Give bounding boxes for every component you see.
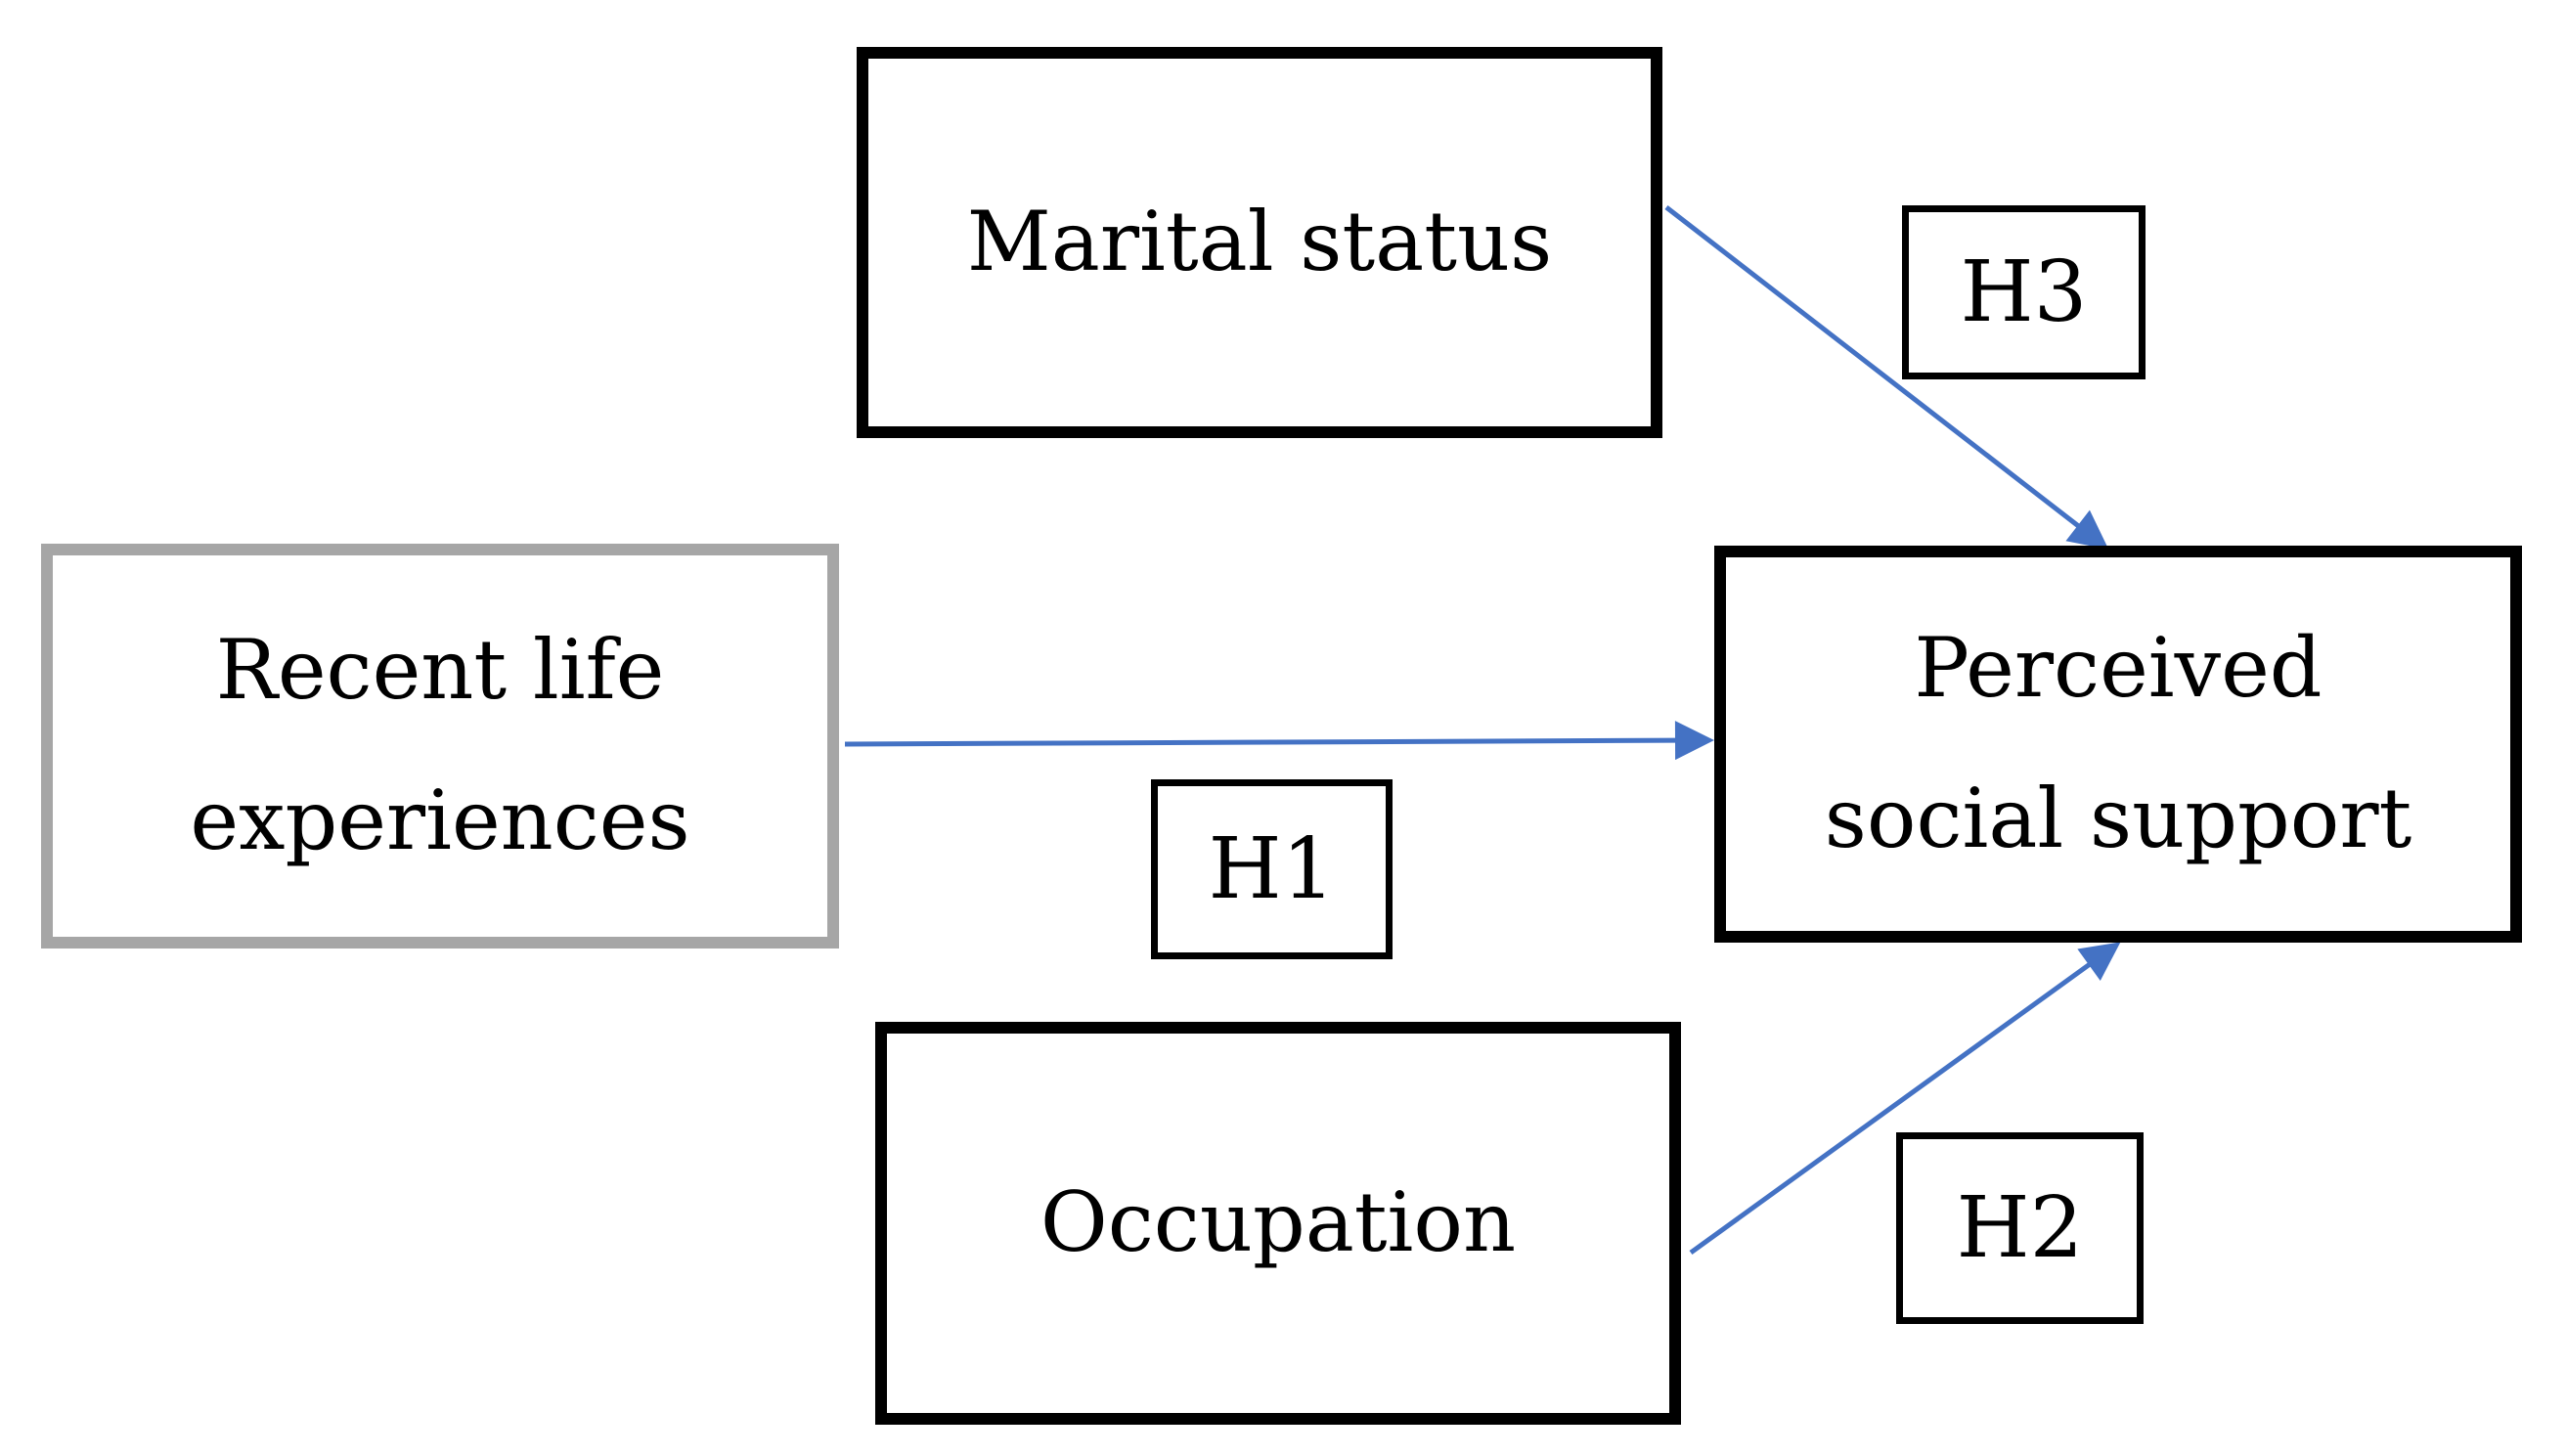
node-perceived-social-support-label-line1: Perceived (1914, 620, 2323, 717)
node-marital-status-label: Marital status (966, 194, 1553, 290)
hypothesis-label-h2: H2 (1956, 1179, 2084, 1277)
node-occupation: Occupation (875, 1022, 1681, 1425)
hypothesis-label-h1: H1 (1208, 820, 1336, 918)
node-marital-status: Marital status (857, 47, 1662, 438)
arrow-h1 (844, 721, 1714, 761)
node-recent-life-experiences: Recent life experiences (41, 544, 839, 949)
hypothesis-box-h2: H2 (1896, 1132, 2144, 1324)
hypothesis-box-h1: H1 (1151, 779, 1393, 959)
node-recent-life-experiences-label-line1: Recent life (215, 622, 665, 719)
hypothesis-label-h3: H3 (1960, 243, 2088, 341)
node-perceived-social-support: Perceived social support (1714, 546, 2522, 943)
hypothesis-box-h3: H3 (1902, 205, 2146, 379)
node-perceived-social-support-label-line2: social support (1824, 771, 2412, 866)
node-occupation-label: Occupation (1040, 1174, 1517, 1271)
node-recent-life-experiences-label-line2: experiences (190, 772, 690, 868)
